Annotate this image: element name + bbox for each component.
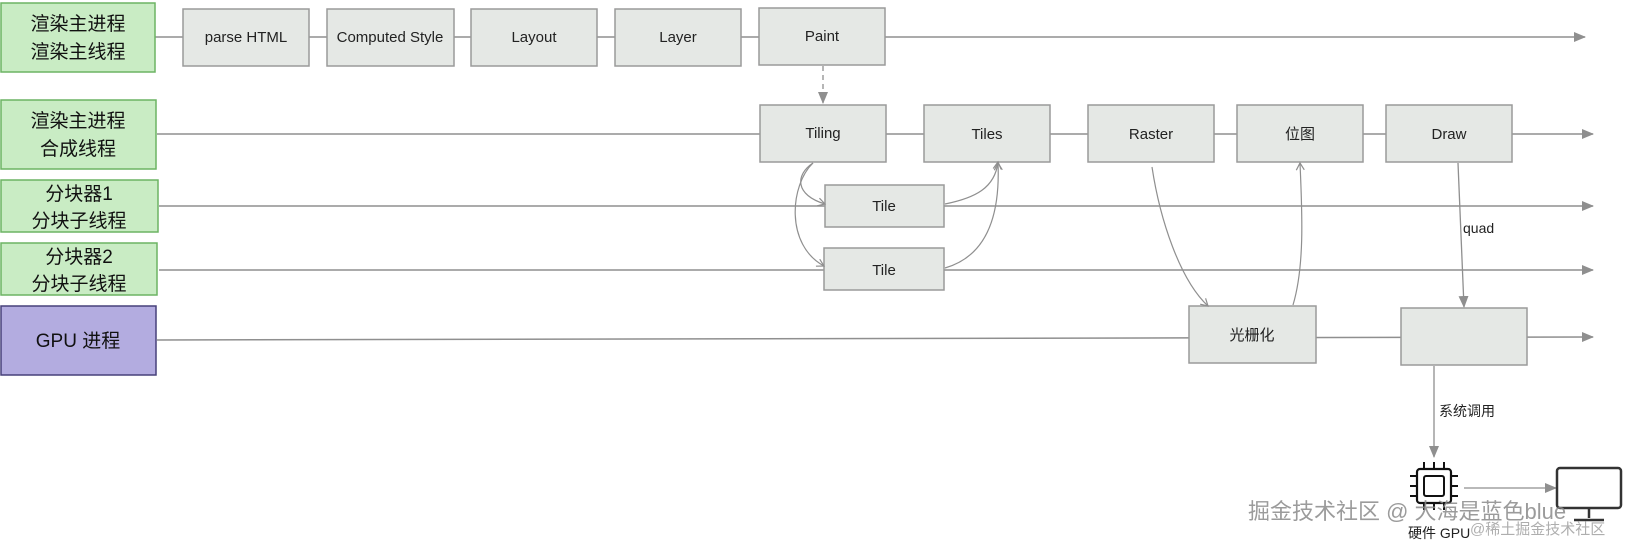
lane-tiler1-line2: 分块子线程 [31,210,126,232]
gpu-timeline [156,332,1594,343]
watermark-main: 掘金技术社区 @ 大海是蓝色blue [1248,499,1566,524]
chip-icon [1410,462,1458,510]
box-layout: Layout [470,8,598,67]
monitor-icon [1555,466,1623,522]
edge-label-syscall: 系统调用 [1439,403,1495,419]
lane-gpu-box [0,305,157,376]
lane-main-box [0,2,156,73]
box-tile-1: Tile [824,184,945,228]
box-raster-label: Raster [1129,126,1173,143]
lane-tiler1: 分块器1 分块子线程 [0,179,159,233]
box-bitmap: 位图 [1236,104,1364,163]
box-paint: Paint [758,7,886,66]
box-paint-label: Paint [805,28,840,45]
lane-tiler2: 分块器2 分块子线程 [0,242,158,296]
lane-compositor-line1: 渲染主进程 [30,110,125,132]
box-computed-style: Computed Style [326,8,455,67]
lane-compositor-box [0,99,157,170]
arrow-raster-to-rasterize [1151,166,1209,307]
lane-tiler2-line1: 分块器2 [45,246,113,268]
box-tiles: Tiles [923,104,1051,163]
arrow-tile1-to-tiles [944,160,1002,205]
box-layer: Layer [614,8,742,67]
lane-gpu: GPU 进程 [0,305,157,376]
lane-main: 渲染主进程 渲染主线程 [0,2,156,73]
arrow-rasterize-to-bitmap [1292,161,1305,306]
box-tiling-label: Tiling [805,125,840,142]
watermark-small: @稀土掘金技术社区 [1470,521,1605,538]
lane-tiler2-box [0,242,158,296]
lane-compositor-line2: 合成线程 [40,138,116,160]
box-layout-label: Layout [511,29,557,46]
box-parse-html: parse HTML [182,8,310,67]
hardware-gpu-label: 硬件 GPU [1408,525,1470,541]
box-bitmap-label: 位图 [1285,126,1315,143]
arrow-tiling-to-tile1 [800,162,827,207]
arrow-tile2-to-tiles [944,161,1003,269]
arrow-tiling-to-tile2 [794,162,826,267]
box-parse-html-label: parse HTML [205,29,288,46]
box-raster: Raster [1087,104,1215,163]
box-gpu-draw [1400,307,1528,366]
box-tile-2-label: Tile [872,262,896,279]
box-rasterize: 光栅化 [1188,305,1317,364]
box-tile-2: Tile [823,247,945,291]
lane-tiler1-line1: 分块器1 [45,183,113,205]
box-rasterize-label: 光栅化 [1229,327,1274,344]
box-draw: Draw [1385,104,1513,163]
box-tiles-label: Tiles [971,126,1002,143]
edge-label-quad: quad [1463,220,1494,236]
lane-tiler1-box [0,179,159,233]
lane-main-line2: 渲染主线程 [30,41,125,63]
lane-compositor: 渲染主进程 合成线程 [0,99,157,170]
lane-main-line1: 渲染主进程 [30,13,125,35]
box-tile-1-label: Tile [872,198,896,215]
lane-tiler2-line2: 分块子线程 [31,273,126,295]
box-computed-style-label: Computed Style [337,29,444,46]
box-layer-label: Layer [659,29,697,46]
lane-gpu-line1: GPU 进程 [36,330,120,352]
box-tiling: Tiling [759,104,887,163]
arrow-draw-to-gpu [1457,162,1469,308]
box-draw-label: Draw [1431,126,1466,143]
